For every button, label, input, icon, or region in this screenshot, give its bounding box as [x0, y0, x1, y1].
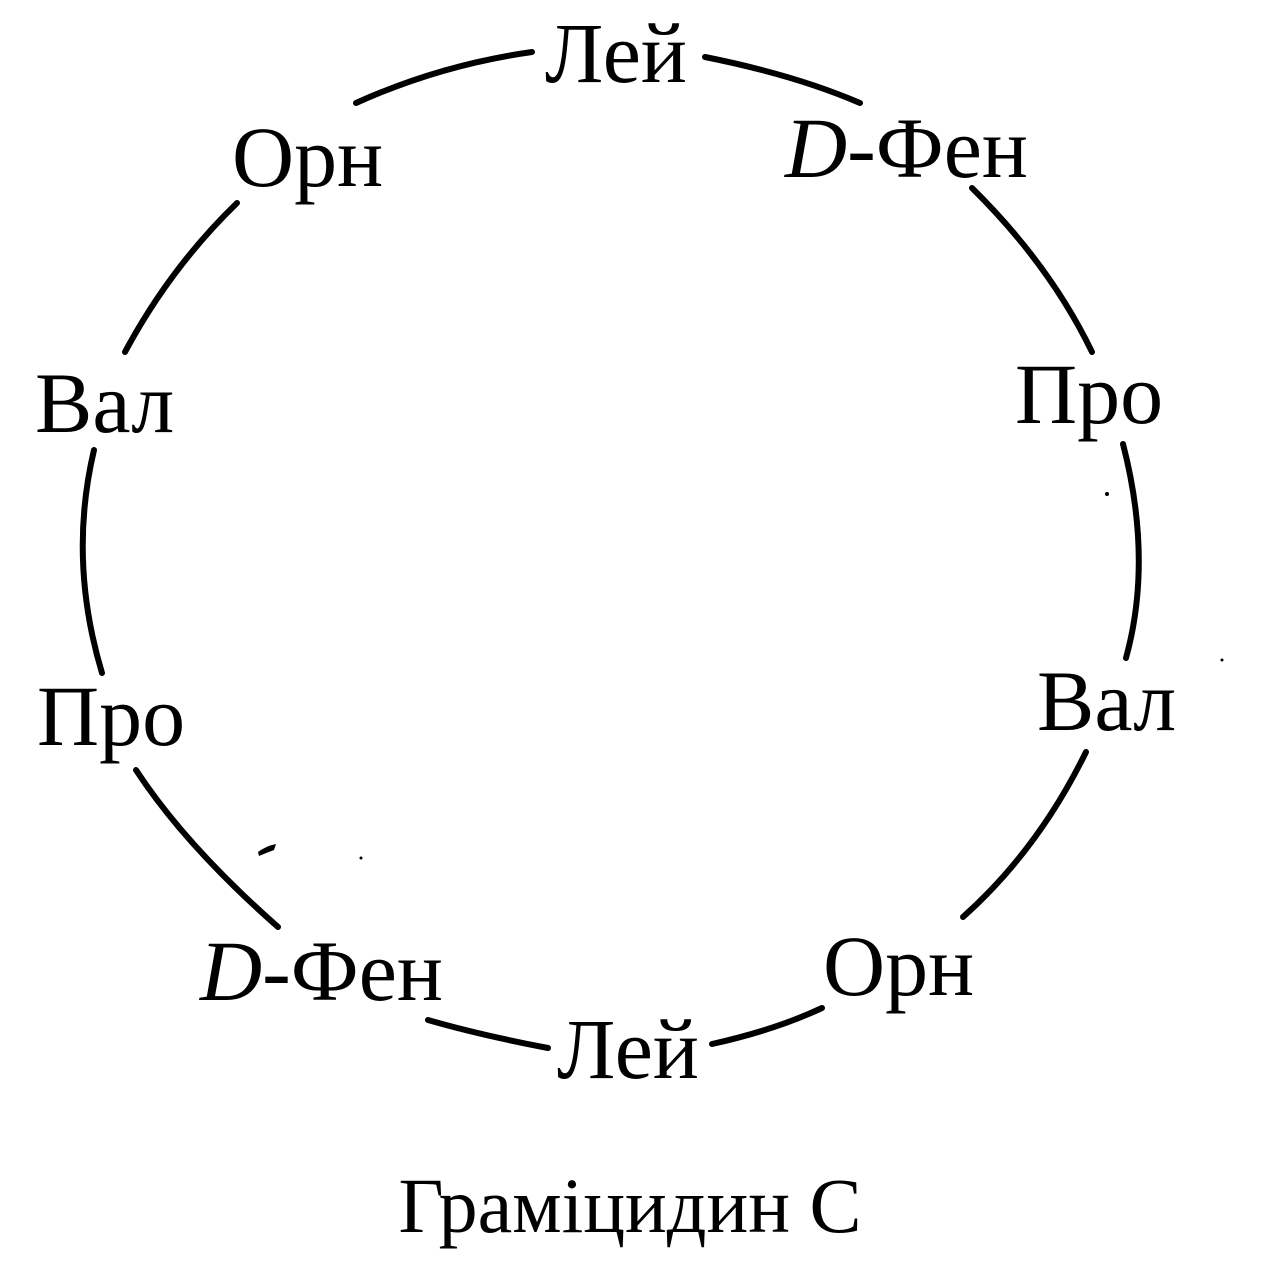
arc-dphe-pro-left — [133, 767, 281, 930]
residue-leu-top: Лей — [545, 5, 687, 101]
residue-orn-bottom: Орн — [823, 918, 974, 1014]
arc-val-orn — [960, 749, 1089, 920]
residue-pro-left: Про — [37, 668, 185, 764]
d-prefix: D — [199, 923, 262, 1019]
d-prefix: D — [784, 100, 847, 196]
residue-leu-bottom: Лей — [557, 1001, 699, 1097]
residue-pro-right: Про — [1015, 346, 1163, 442]
residue-val-left: Вал — [35, 355, 174, 451]
arc-orn-leu — [353, 49, 535, 106]
arc-dphe-pro — [969, 185, 1095, 355]
arc-leu-dphe — [702, 54, 863, 106]
ring-arcs — [79, 49, 1142, 1051]
figure-caption: Граміцидин С — [398, 1162, 861, 1249]
residue-dphe-bottom: D-Фен — [199, 923, 443, 1019]
scan-specks — [258, 492, 1224, 860]
residue-orn-top: Орн — [232, 109, 383, 205]
residue-val-right: Вал — [1037, 653, 1176, 749]
speck-mid — [359, 856, 363, 860]
speck-far-right — [1220, 658, 1224, 662]
arc-orn-leu-bottom — [709, 1005, 825, 1047]
arc-pro-val-left — [79, 447, 105, 676]
residue-dphe-top: D-Фен — [784, 100, 1028, 196]
arc-val-orn-left — [122, 200, 240, 355]
speck-right — [1105, 492, 1109, 496]
arc-pro-val — [1120, 441, 1142, 661]
speck-left — [258, 844, 276, 856]
arc-leu-dphe-bottom — [425, 1017, 551, 1051]
residue-labels: Лей D-Фен Про Вал Орн Лей D-Фен Про Вал … — [35, 5, 1176, 1097]
